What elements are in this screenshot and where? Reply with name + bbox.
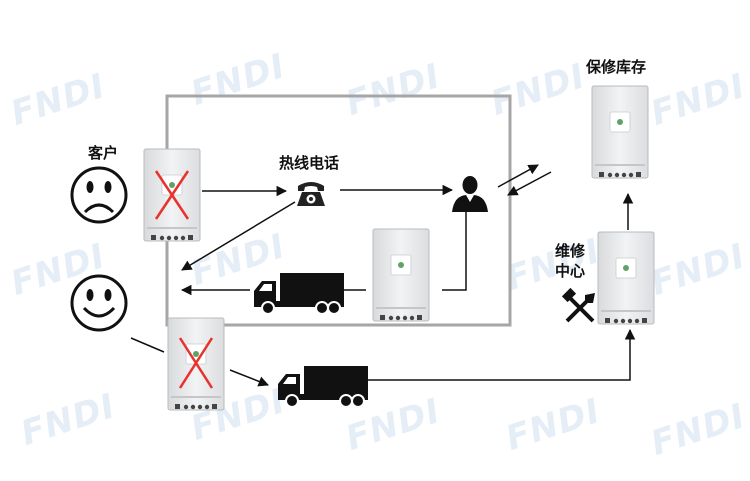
truck-icon — [277, 365, 369, 408]
hotline-label: 热线电话 — [279, 154, 340, 172]
repair-center-label-line2: 中心 — [555, 262, 586, 280]
happy-face-icon — [70, 274, 128, 332]
customer-label: 客户 — [88, 144, 119, 162]
cross-mark — [154, 170, 190, 220]
telephone-icon — [297, 182, 325, 206]
line-operator-to-replacement — [442, 212, 467, 291]
warranty-stock-inverter — [591, 85, 649, 179]
arrow-stock-to-operator — [507, 171, 552, 196]
flow-arrows — [130, 164, 636, 387]
replacement-inverter — [372, 228, 430, 322]
truck-icon — [253, 272, 345, 315]
faulty-inverter — [143, 148, 201, 242]
person-icon — [452, 176, 488, 212]
arrow-operator-to-stock — [497, 164, 539, 188]
cross-mark — [178, 337, 214, 389]
repair-center-label-line1: 维修 — [555, 242, 586, 260]
arrow-hotline-to-customer — [181, 201, 296, 271]
arrow-faulty-to-truck — [229, 369, 269, 387]
tools-icon — [561, 287, 595, 323]
faulty-inverter-shipped — [167, 317, 225, 411]
line-customer-to-faulty — [130, 337, 165, 353]
arrow-truck-to-repair — [356, 328, 636, 381]
repair-center-inverter — [597, 231, 655, 325]
warranty-stock-label: 保修库存 — [586, 58, 647, 76]
sad-face-icon — [70, 166, 128, 224]
